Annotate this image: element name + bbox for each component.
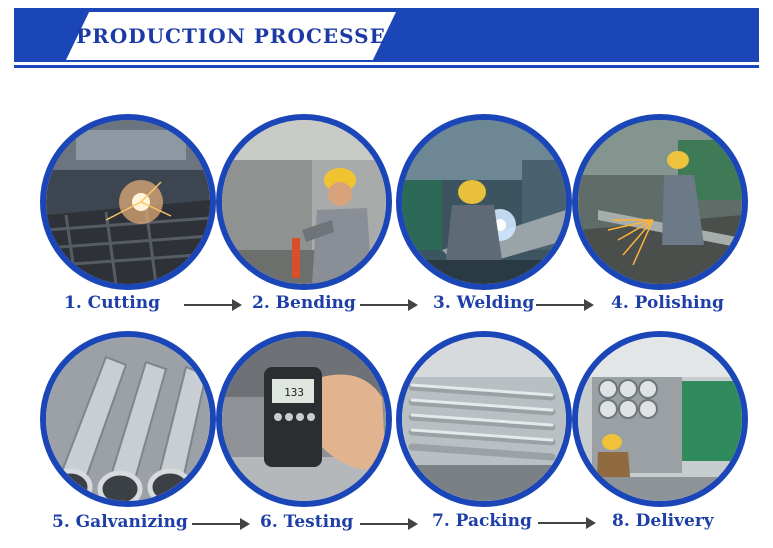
polishing-photo [572,114,748,290]
arrow-right-icon [360,299,418,311]
bending-photo [216,114,392,290]
svg-text:133: 133 [284,386,304,399]
cutting-photo [40,114,216,290]
arrow-right-icon [192,518,250,530]
step-packing [396,331,572,507]
step-label-cutting: 1. Cutting [64,293,160,313]
arrow-right-icon [360,518,418,530]
step-label-polishing: 4. Polishing [611,293,724,313]
arrow-right-icon [538,517,596,529]
step-bending [216,114,392,290]
step-testing: 133 [216,331,392,507]
testing-photo: 133 [216,331,392,507]
step-label-bending: 2. Bending [252,293,356,313]
welding-photo [396,114,572,290]
step-cutting [40,114,216,290]
header-title-tab [66,12,396,60]
header-underline [14,65,759,68]
page-title: PRODUCTION PROCESSE [76,24,386,48]
step-label-delivery: 8. Delivery [612,511,714,531]
step-label-packing: 7. Packing [432,511,532,531]
step-delivery [572,331,748,507]
delivery-photo [572,331,748,507]
galvanizing-photo [40,331,216,507]
step-label-welding: 3. Welding [433,293,535,313]
step-label-testing: 6. Testing [260,512,354,532]
arrow-right-icon [184,299,242,311]
step-polishing [572,114,748,290]
step-welding [396,114,572,290]
packing-photo [396,331,572,507]
header-banner: PRODUCTION PROCESSE [14,8,759,68]
step-label-galvanizing: 5. Galvanizing [52,512,188,532]
step-galvanizing [40,331,216,507]
arrow-right-icon [536,299,594,311]
